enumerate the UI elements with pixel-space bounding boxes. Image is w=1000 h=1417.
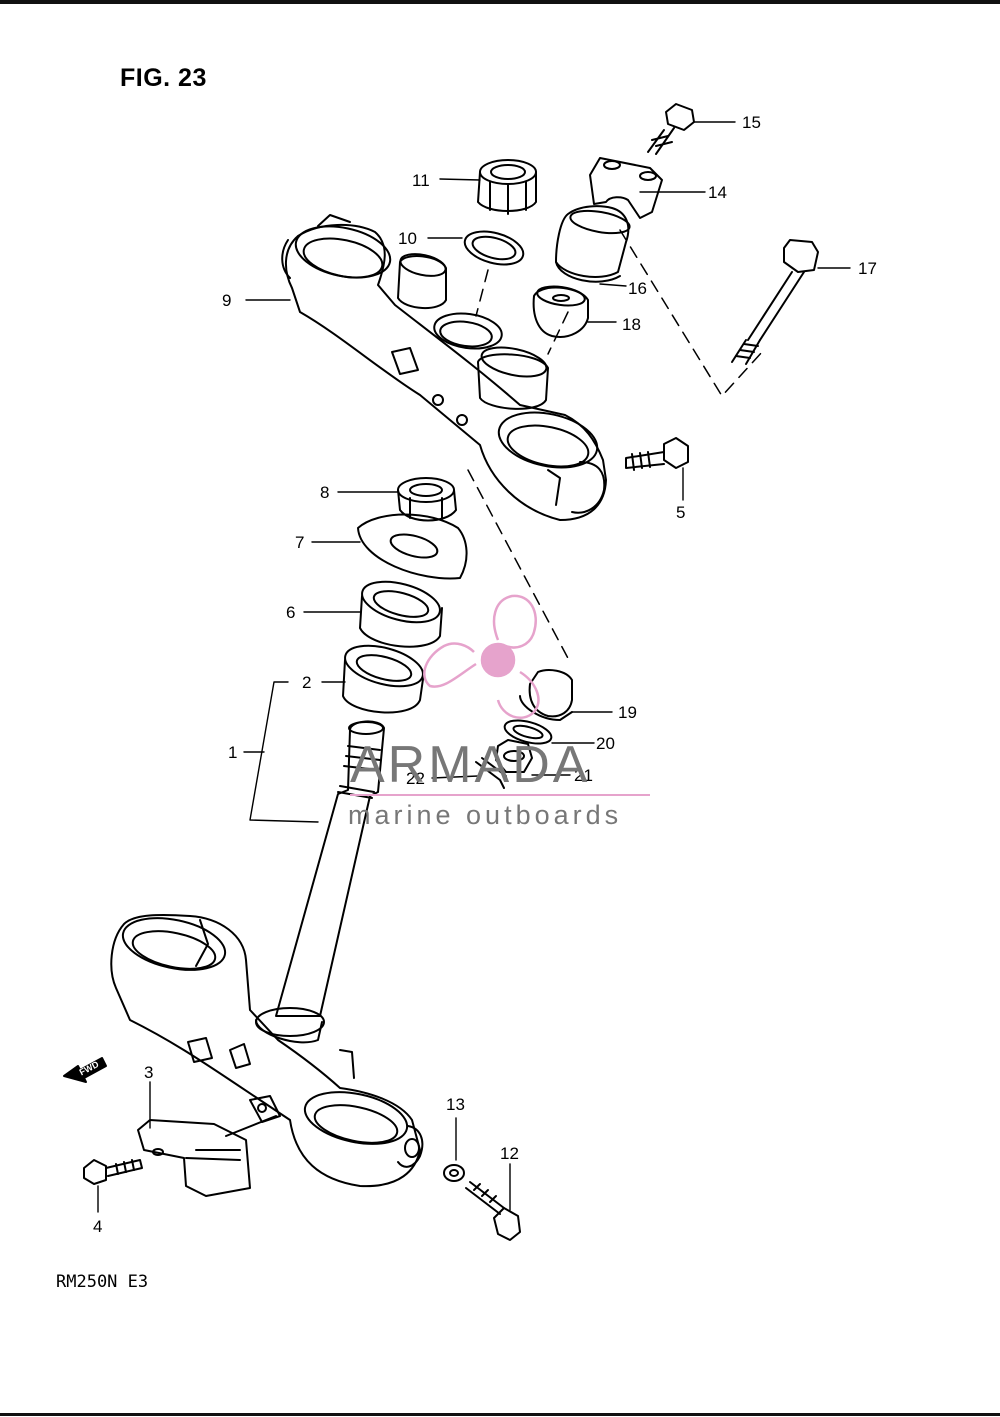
- handlebar-holder-upper: [589, 157, 663, 219]
- washer-13: [443, 1164, 465, 1182]
- callout-3: 3: [144, 1063, 153, 1082]
- upper-bracket: [281, 214, 607, 521]
- dust-seal-7: [357, 513, 468, 580]
- cotter-pin-22: [475, 757, 507, 789]
- callout-14: 14: [708, 183, 727, 202]
- bearing-6: [359, 580, 443, 648]
- cushion-18: [532, 285, 589, 338]
- callout-2: 2: [302, 673, 311, 692]
- callout-17: 17: [858, 259, 877, 278]
- watermark-subtitle: marine outboards: [348, 800, 622, 830]
- callout-5: 5: [676, 503, 685, 522]
- bolt-15: [647, 103, 695, 155]
- nut-11: [477, 159, 537, 215]
- assembly-lines: [467, 229, 763, 663]
- nut-21: [495, 739, 533, 773]
- callout-labels: 15 14 17 16 18 5 11 10 9 8 7 6 2 1 19 20…: [93, 113, 877, 1236]
- armada-watermark: ARMADA marine outboards: [348, 594, 650, 830]
- callout-16: 16: [628, 279, 647, 298]
- callout-4: 4: [93, 1217, 102, 1236]
- bearing-2: [342, 644, 425, 714]
- callout-7: 7: [295, 533, 304, 552]
- callout-12: 12: [500, 1144, 519, 1163]
- callout-8: 8: [320, 483, 329, 502]
- lower-bracket: [110, 913, 424, 1188]
- callout-18: 18: [622, 315, 641, 334]
- bottom-border: [0, 1413, 1000, 1416]
- callout-9: 9: [222, 291, 231, 310]
- bolt-17: [731, 239, 819, 365]
- callout-11: 11: [412, 171, 430, 190]
- callout-1: 1: [228, 743, 237, 762]
- fwd-arrow: [63, 1057, 107, 1083]
- callout-6: 6: [286, 603, 295, 622]
- bracket-3: [137, 1115, 277, 1197]
- callout-20: 20: [596, 734, 615, 753]
- nut-8: [397, 477, 457, 522]
- callout-19: 19: [618, 703, 637, 722]
- bolt-4: [83, 1159, 143, 1185]
- washer-10: [463, 230, 525, 266]
- callout-22: 22: [406, 769, 425, 788]
- cushion-19: [519, 669, 573, 721]
- steering-stem: [275, 720, 385, 1017]
- handlebar-holder-lower: [555, 205, 631, 283]
- bolt-5: [625, 437, 689, 471]
- washer-20: [503, 719, 553, 745]
- callout-15: 15: [742, 113, 761, 132]
- leader-lines: [97, 121, 851, 1213]
- watermark-name: ARMADA: [350, 736, 590, 794]
- figure-title: FIG. 23: [120, 64, 207, 92]
- callout-13: 13: [446, 1095, 465, 1114]
- top-border: [0, 0, 1000, 4]
- callout-10: 10: [398, 229, 417, 248]
- model-code: RM250N E3: [56, 1272, 149, 1292]
- callout-21: 21: [574, 766, 593, 785]
- propeller-icon: [423, 594, 540, 719]
- bolt-12: [465, 1181, 521, 1241]
